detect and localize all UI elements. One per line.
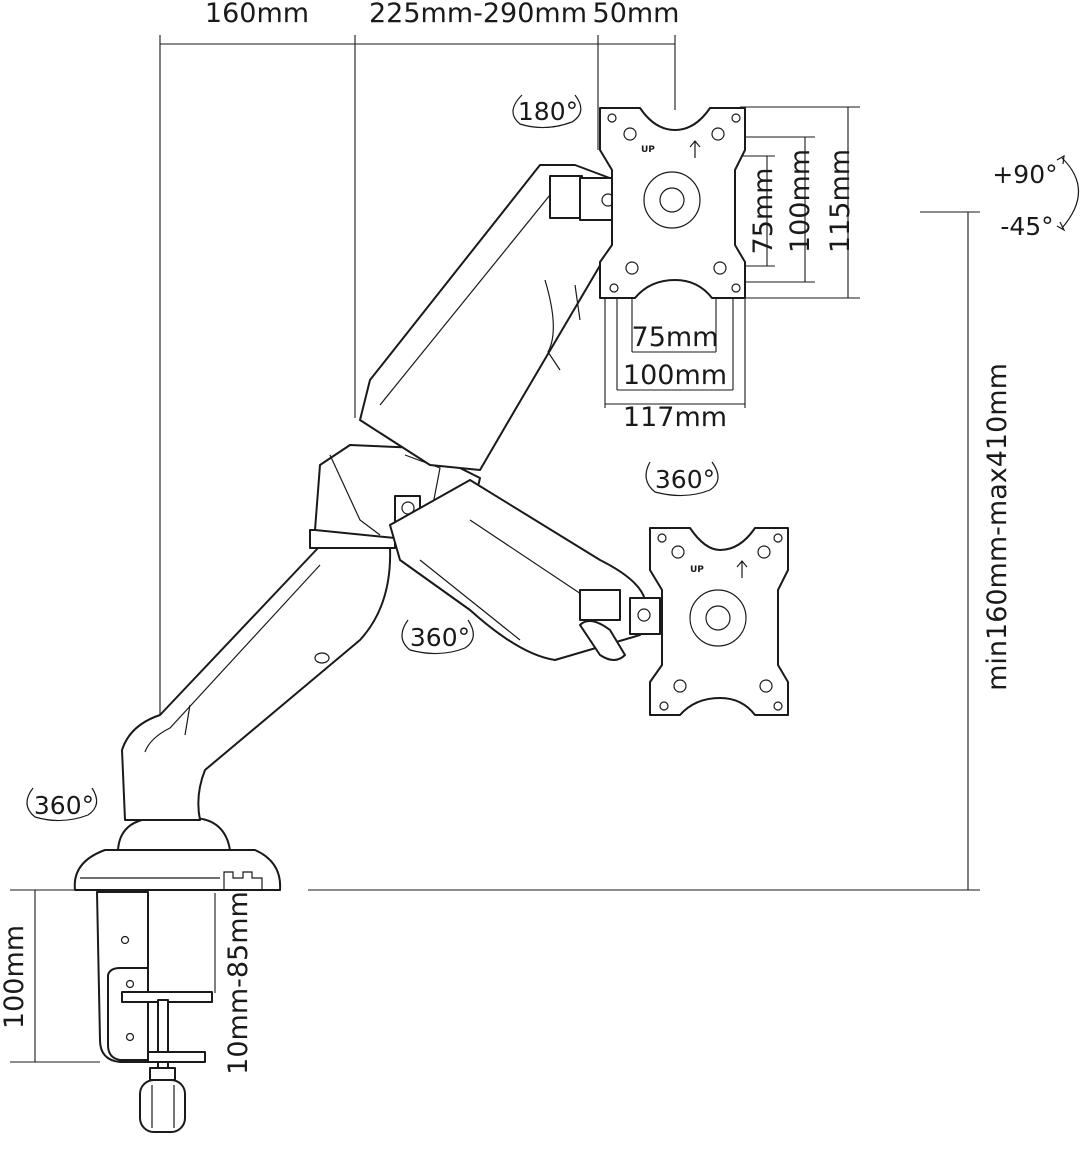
tilt-up-label: +90° xyxy=(992,160,1057,189)
front-arm xyxy=(389,479,661,661)
dimension-labels: 160mm 225mm-290mm 50mm 75mm 100mm 115mm … xyxy=(0,0,1013,1075)
tilt-offset-label: 50mm xyxy=(593,0,680,29)
rotation-arrows xyxy=(26,94,1080,822)
lower-up-label: UP xyxy=(690,565,704,575)
upper-up-label: UP xyxy=(641,145,655,155)
height-range-label: min160mm-max410mm xyxy=(982,363,1013,691)
vesa-w-75-label: 75mm xyxy=(632,322,719,353)
vesa-h-75-label: 75mm xyxy=(748,168,779,255)
lower-arm xyxy=(121,529,396,821)
swivel-elbow-label: 360° xyxy=(655,465,715,494)
plate-height-label: 115mm xyxy=(825,149,856,253)
arm-reach-label: 225mm-290mm xyxy=(369,0,587,29)
upper-vesa-plate: UP xyxy=(599,107,746,299)
swivel-joint-label: 360° xyxy=(410,623,470,652)
rotation-labels: 180° +90° -45° 360° 360° 360° xyxy=(34,97,1058,820)
desk-base xyxy=(73,817,282,891)
desk-thickness-label: 10mm-85mm xyxy=(223,891,254,1075)
vesa-h-100-label: 100mm xyxy=(785,149,816,253)
vesa-w-100-label: 100mm xyxy=(623,360,727,391)
arm-offset-label: 160mm xyxy=(205,0,309,29)
head-rotation-label: 180° xyxy=(518,97,578,126)
desk-clamp xyxy=(96,891,213,1133)
tilt-down-label: -45° xyxy=(1000,212,1053,241)
plate-width-label: 117mm xyxy=(623,402,727,433)
swivel-base-label: 360° xyxy=(34,791,94,820)
clamp-height-label: 100mm xyxy=(0,925,30,1029)
lower-vesa-plate: UP xyxy=(649,527,789,716)
upper-arm xyxy=(359,164,616,471)
dimension-lines xyxy=(10,35,980,1063)
